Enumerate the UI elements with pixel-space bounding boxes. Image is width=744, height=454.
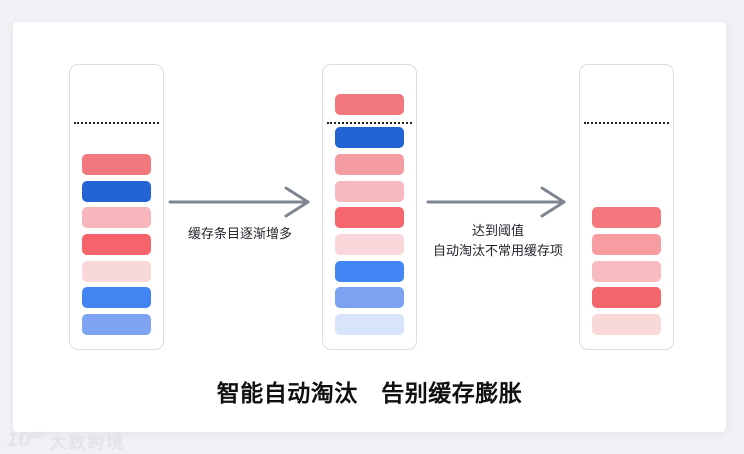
cache-entry-bar	[335, 207, 404, 228]
watermark-text: 大数跨境	[49, 432, 126, 453]
right-arrow-icon	[426, 186, 566, 218]
arrow-label-growth: 缓存条目逐渐增多	[160, 225, 320, 245]
cache-entry-bar	[82, 287, 151, 308]
cache-entry-bar	[592, 287, 661, 308]
cache-entry-bar	[335, 127, 404, 148]
cache-entry-bar	[592, 234, 661, 255]
watermark: 1000 大数跨境	[6, 428, 126, 453]
cache-stage-evicted	[579, 64, 674, 350]
cache-entry-bar	[82, 234, 151, 255]
cache-stage-initial	[69, 64, 164, 350]
arrow-label-evict: 达到阈值 自动淘汰不常用缓存项	[418, 222, 578, 262]
cache-entry-bar	[82, 261, 151, 282]
cache-stage-full	[322, 64, 417, 350]
arrow-label-line: 缓存条目逐渐增多	[187, 227, 292, 242]
cache-entry-bar	[592, 314, 661, 335]
cache-entry-bar	[335, 287, 404, 308]
cache-entry-bar	[592, 261, 661, 282]
threshold-dashed-line	[74, 122, 159, 124]
cache-entry-bar	[335, 314, 404, 335]
threshold-dashed-line	[584, 122, 669, 124]
right-arrow-icon	[168, 186, 310, 218]
cache-entry-bar	[82, 181, 151, 202]
arrow-label-line: 自动淘汰不常用缓存项	[432, 244, 563, 259]
cache-entry-bar	[82, 207, 151, 228]
threshold-dashed-line	[327, 122, 412, 124]
diagram-title: 智能自动淘汰 告别缓存膨胀	[216, 381, 523, 407]
cache-entry-bar	[335, 154, 404, 175]
cache-entry-bar	[335, 234, 404, 255]
cache-entry-bar	[82, 154, 151, 175]
cache-entry-bar	[82, 314, 151, 335]
cache-entry-bar	[592, 207, 661, 228]
cache-entry-bar	[335, 181, 404, 202]
arrow-label-line: 达到阈值	[471, 224, 524, 239]
cache-entry-bar	[335, 94, 404, 115]
cache-entry-bar	[335, 261, 404, 282]
watermark-logo: 1000	[6, 429, 45, 451]
